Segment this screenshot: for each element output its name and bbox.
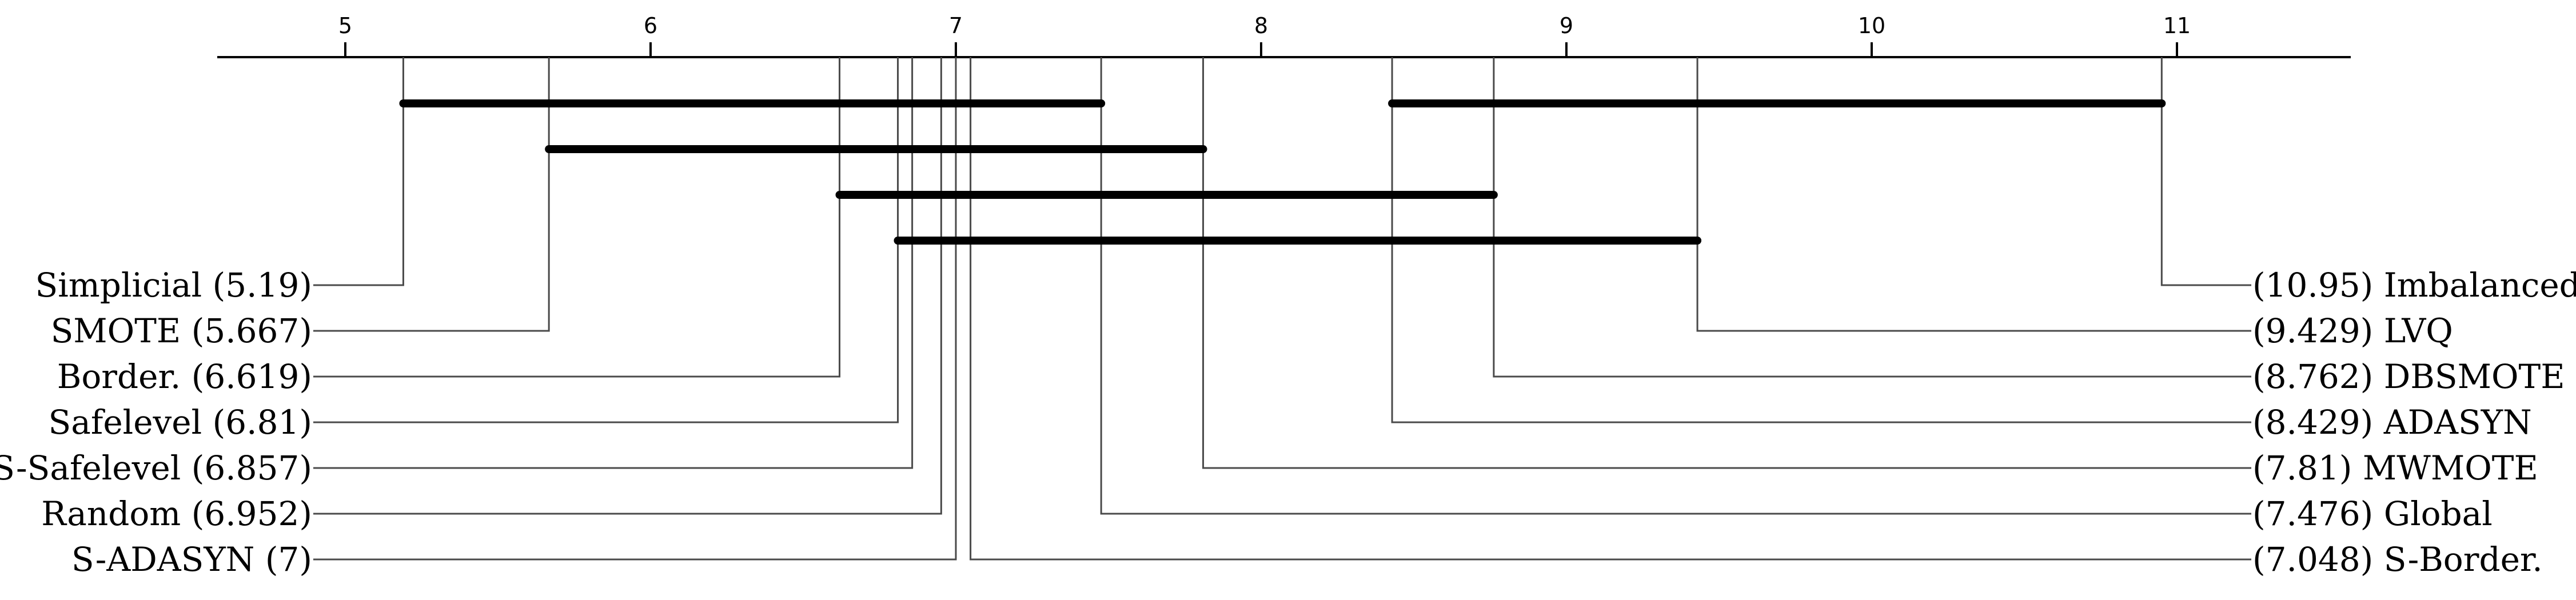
connector-line — [1100, 57, 2251, 515]
axis-tick-label: 5 — [338, 13, 352, 38]
connector-line — [1202, 57, 2251, 469]
method-label-right: (10.95) Imbalanced — [2252, 266, 2576, 305]
axis-ticks — [344, 42, 2178, 57]
method-label-left: Simplicial (5.19) — [35, 266, 312, 305]
method-connectors — [313, 57, 2251, 561]
method-labels: Simplicial (5.19) SMOTE (5.667) Border. (6… — [0, 266, 2576, 579]
axis-tick-labels: 5 6 7 8 9 10 11 — [338, 13, 2191, 38]
connector-line — [1493, 57, 2251, 378]
axis-tick-label: 10 — [1858, 13, 1885, 38]
connector-line — [313, 57, 841, 378]
connector-line — [313, 57, 942, 515]
connector-line — [313, 57, 550, 332]
connector-line — [1696, 57, 2251, 332]
method-label-right: (7.048) S-Border. — [2252, 540, 2543, 579]
axis-tick-label: 8 — [1254, 13, 1268, 38]
axis-tick-label: 6 — [644, 13, 657, 38]
axis-tick-label: 7 — [949, 13, 963, 38]
method-label-right: (8.762) DBSMOTE — [2252, 357, 2565, 396]
method-label-left: Safelevel (6.81) — [49, 403, 312, 442]
method-label-right: (7.81) MWMOTE — [2252, 449, 2538, 487]
clique-bars — [399, 99, 2166, 245]
method-label-left: S-Safelevel (6.857) — [0, 449, 312, 487]
connector-line — [313, 57, 404, 286]
connector-line — [313, 57, 957, 561]
method-label-left: Random (6.952) — [41, 494, 312, 533]
method-label-left: SMOTE (5.667) — [51, 311, 312, 350]
method-label-left: S-ADASYN (7) — [71, 540, 312, 579]
connector-line — [970, 57, 2251, 561]
method-label-left: Border. (6.619) — [57, 357, 312, 396]
axis-tick-label: 11 — [2163, 13, 2191, 38]
method-label-right: (9.429) LVQ — [2252, 311, 2453, 350]
axis-tick-label: 9 — [1560, 13, 1573, 38]
connector-line — [313, 57, 899, 423]
connector-line — [1391, 57, 2251, 423]
method-label-right: (7.476) Global — [2252, 494, 2493, 533]
method-label-right: (8.429) ADASYN — [2252, 403, 2532, 442]
connector-line — [2160, 57, 2251, 286]
